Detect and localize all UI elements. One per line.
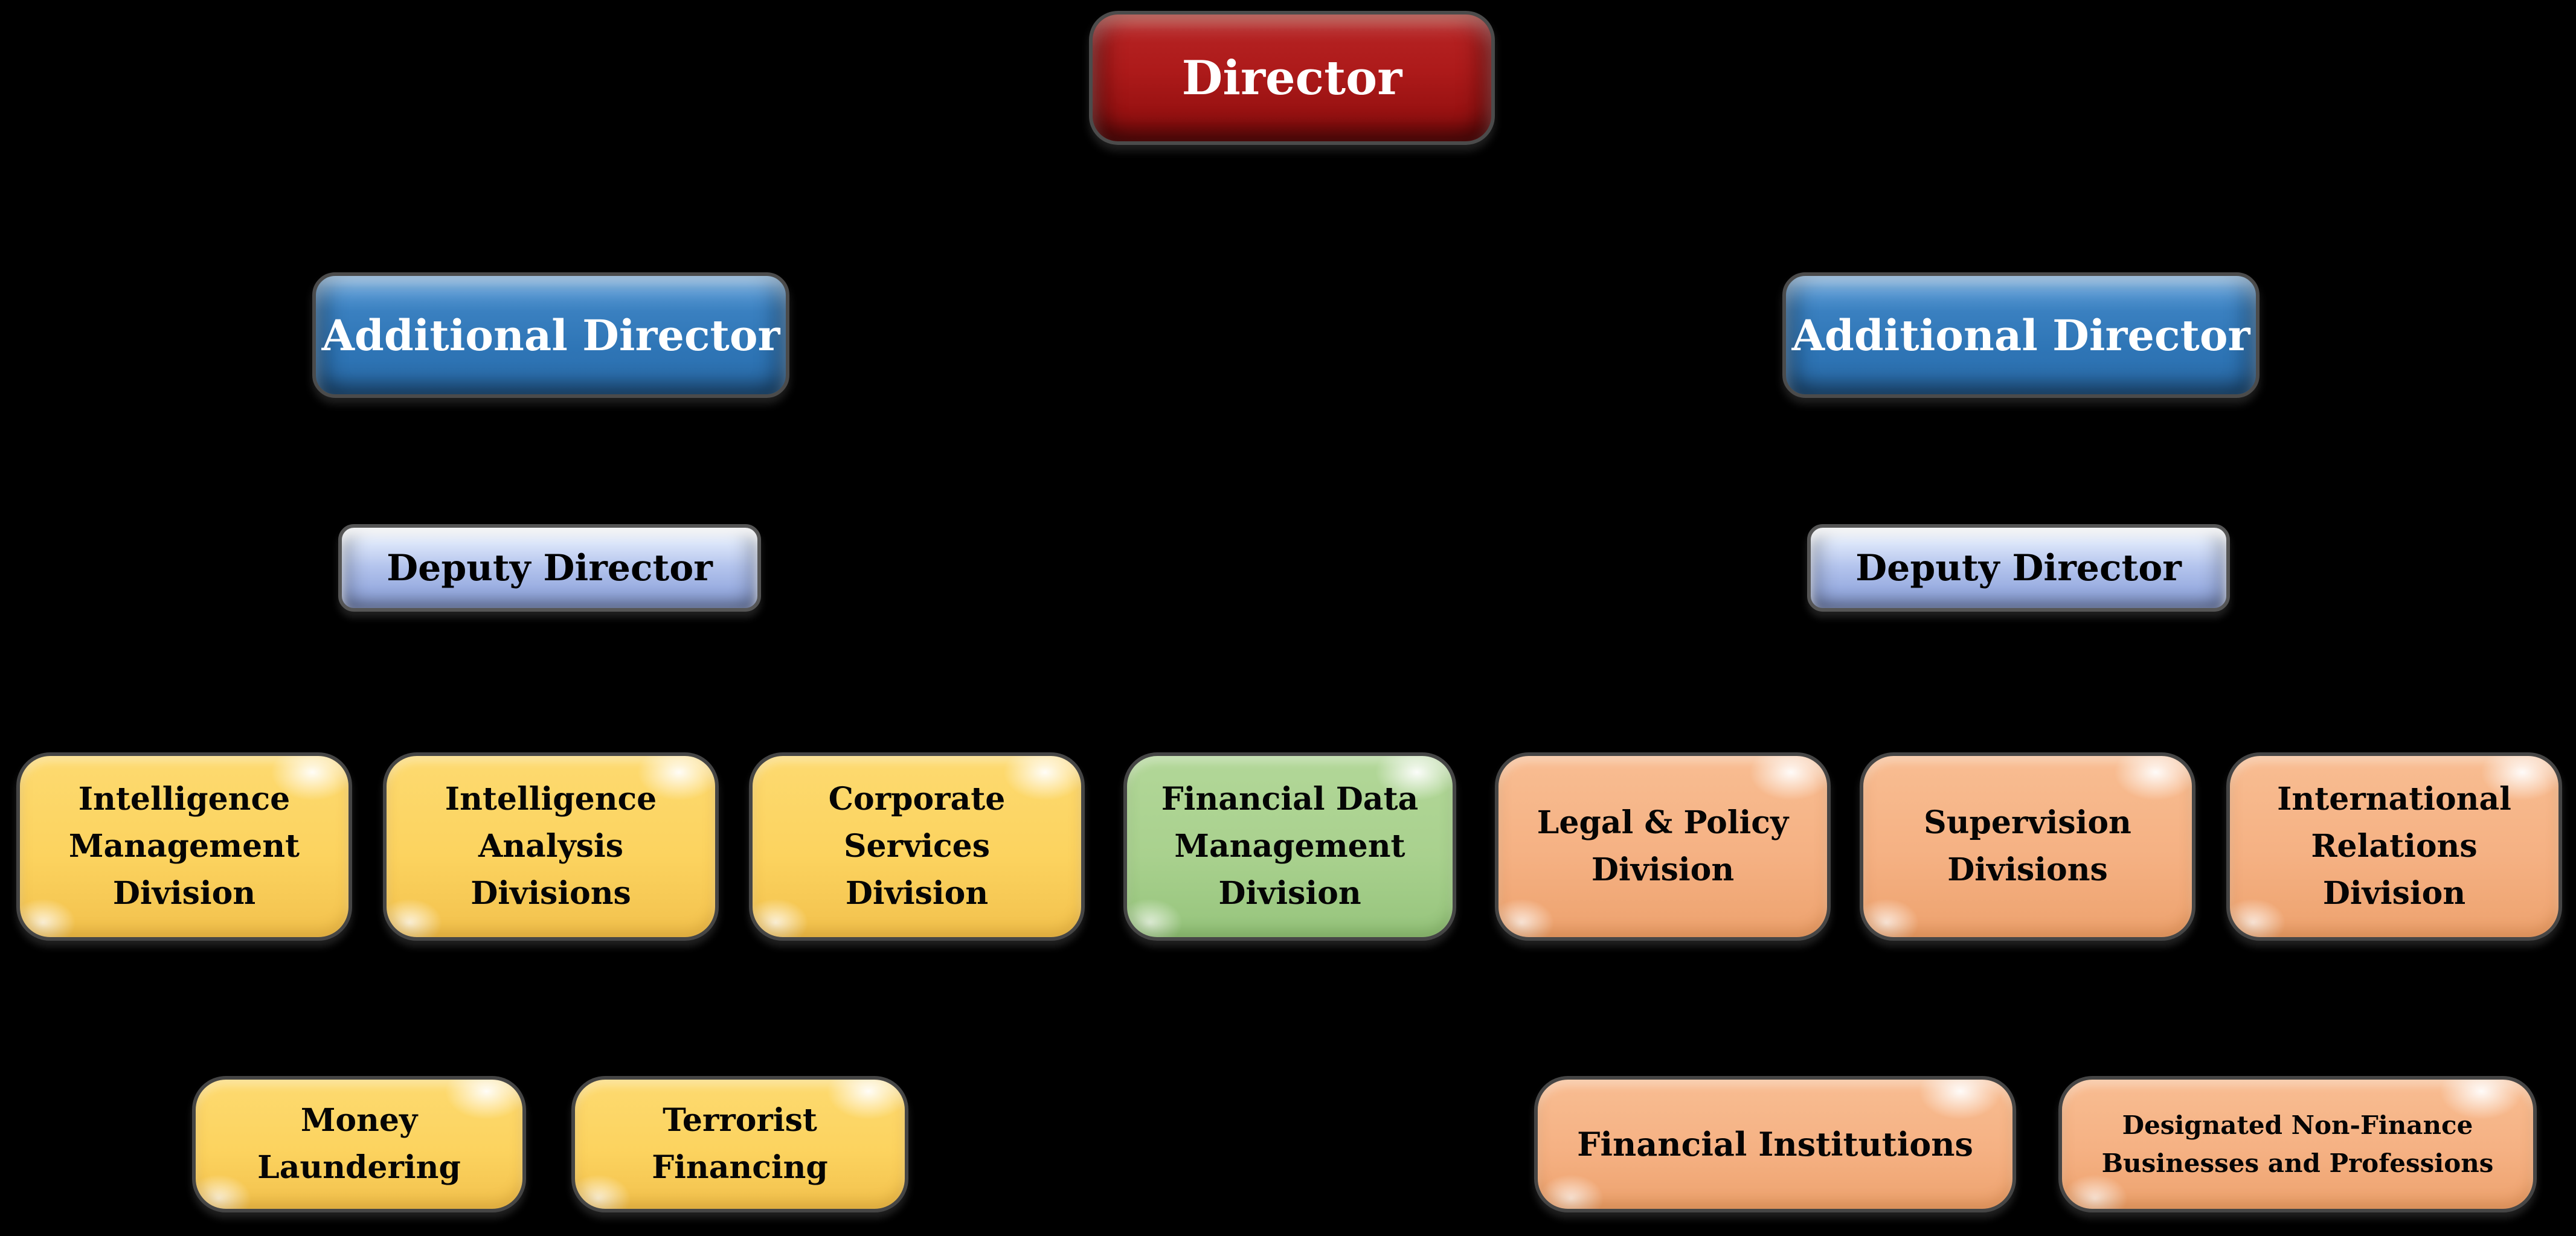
org-node-deputy-director-left: Deputy Director [338,524,761,612]
org-node-deputy-director-right: Deputy Director [1807,524,2230,612]
org-node-financial-data-management-division: Financial Data Management Division [1123,752,1456,941]
org-node-additional-director-right: Additional Director [1782,272,2260,398]
org-node-director: Director [1089,11,1495,145]
org-node-intelligence-management-division: Intelligence Management Division [16,752,352,941]
org-node-legal-policy-division: Legal & Policy Division [1495,752,1831,941]
org-node-label: Terrorist Financing [652,1102,828,1186]
org-node-label: Additional Director [1791,310,2250,360]
org-node-international-relations-division: International Relations Division [2226,752,2562,941]
org-node-label: Legal & Policy Division [1537,804,1789,888]
org-node-label: Director [1181,50,1402,106]
org-node-label: Intelligence Analysis Divisions [445,781,657,912]
org-node-label: Deputy Director [387,546,713,589]
org-node-label: Corporate Services Division [828,781,1006,912]
org-node-label: Money Laundering [257,1102,461,1186]
org-node-label: Additional Director [321,310,780,360]
org-node-label: Intelligence Management Division [68,781,300,912]
org-node-additional-director-left: Additional Director [312,272,789,398]
org-node-label: Designated Non-Finance Businesses and Pr… [2101,1110,2494,1178]
org-node-designated-non-finance-businesses-professions: Designated Non-Finance Businesses and Pr… [2058,1076,2537,1212]
org-node-supervision-divisions: Supervision Divisions [1860,752,2195,941]
org-node-intelligence-analysis-divisions: Intelligence Analysis Divisions [383,752,719,941]
org-node-money-laundering: Money Laundering [192,1076,526,1212]
org-node-corporate-services-division: Corporate Services Division [749,752,1085,941]
org-node-label: International Relations Division [2277,781,2511,912]
org-node-label: Supervision Divisions [1924,804,2131,888]
org-node-terrorist-financing: Terrorist Financing [571,1076,908,1212]
org-node-label: Deputy Director [1855,546,2182,589]
org-node-financial-institutions: Financial Institutions [1534,1076,2016,1212]
org-node-label: Financial Institutions [1577,1125,1973,1164]
org-node-label: Financial Data Management Division [1161,781,1419,912]
